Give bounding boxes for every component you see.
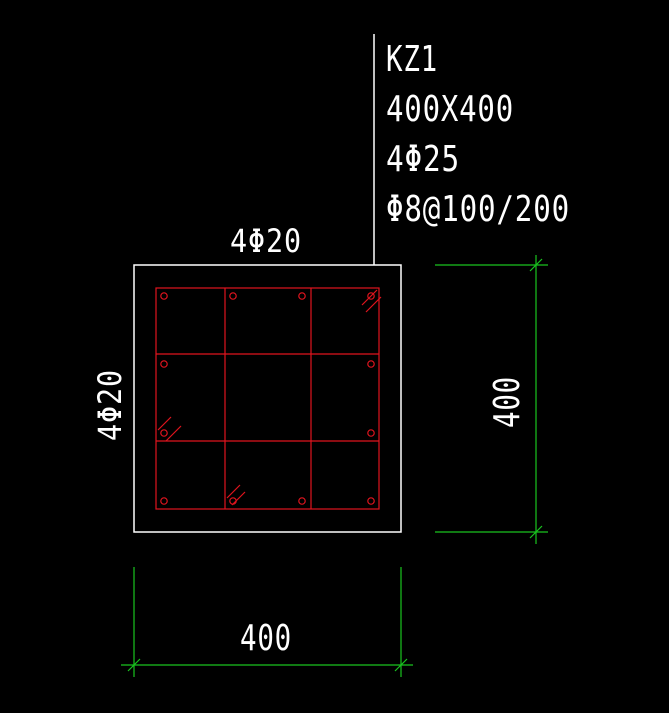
rebar-bar [367,429,375,437]
tick-right [394,658,408,672]
stirrup-spec: Φ8@100/200 [386,189,570,230]
width-dimension-text: 400 [240,618,292,659]
top-face-rebar-label: 4Φ20 [230,222,302,260]
side-face-rebar-label: 4Φ20 [91,369,129,441]
stirrup-hook [361,289,382,313]
rebar-bar [160,292,168,300]
tick-bottom [529,525,543,539]
rebar-bar [160,429,168,437]
tick-left [127,658,141,672]
rebar-bar [367,497,375,505]
corner-bars-spec: 4Φ25 [386,139,460,180]
rebar-bar [160,497,168,505]
column-section-size: 400X400 [386,89,514,130]
rebar-bar [367,360,375,368]
stirrup-hook [157,416,182,442]
column-id: KZ1 [386,39,438,80]
width-dimension [121,567,413,677]
rebar-bar [298,497,306,505]
tick-top [529,258,543,272]
outer-stirrup [155,287,380,510]
stirrup-hook [226,484,246,506]
height-dimension [435,255,548,544]
rebar-bar [298,292,306,300]
rebar-bar [160,360,168,368]
rebar-bar [367,292,375,300]
rebar-cage [155,287,382,510]
height-dimension-text: 400 [487,376,528,428]
rebar-bar [229,292,237,300]
column-outline [133,264,402,533]
